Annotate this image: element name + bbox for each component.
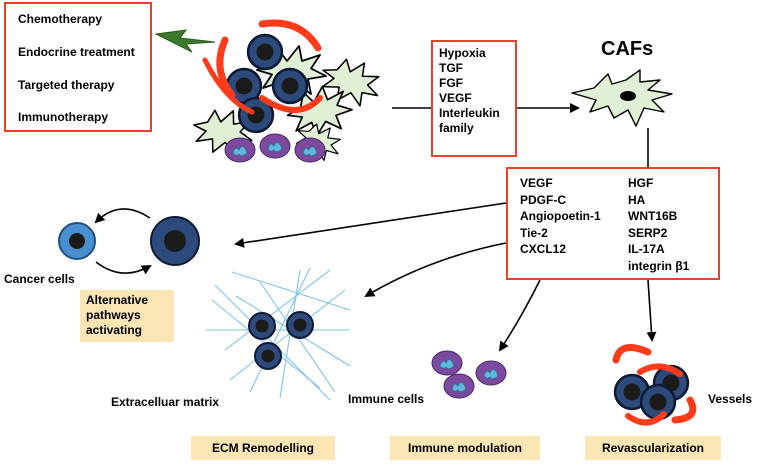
secreted-factor-item: Angiopoetin-1 [520,209,601,224]
therapy-item: Endocrine treatment [18,45,135,59]
vessel-icon [612,344,697,424]
immune-cell-icon [294,137,326,163]
factor-item: Hypoxia [439,46,486,60]
cancer-cells-cycle [58,208,200,275]
cancer-cells-label: Cancer cells [4,272,75,286]
caf-fibroblast-icon [571,69,673,127]
secreted-factor-item: SERP2 [628,225,668,240]
secreted-factors-right-column: HGF HA WNT16B SERP2 IL-17A integrin β1 [628,175,689,275]
alternative-pathways-tag: Alternative pathways activating [80,290,174,342]
factor-item: FGF [439,76,463,90]
therapy-item: Immunotherapy [18,110,109,124]
secreted-factors-box: VEGF PDGF-C Angiopoetin-1 Tie-2 CXCL12 H… [506,167,720,280]
therapy-item: Targeted therapy [18,78,115,92]
secreted-factors-left-column: VEGF PDGF-C Angiopoetin-1 Tie-2 CXCL12 [520,175,601,258]
factor-item: VEGF [439,91,472,105]
tumor-cell-icon [254,342,282,370]
factor-item: TGF [439,61,463,75]
secreted-factor-item: WNT16B [628,209,678,224]
tumor-cell-icon [639,383,677,421]
vessel-icon [202,19,323,115]
immune-cell-icon [224,137,256,163]
secreted-factor-item: PDGF-C [520,192,566,207]
vessel-icon [625,363,683,426]
immune-modulation-tag: Immune modulation [390,436,540,460]
output-arrows [234,202,657,352]
tumor-cell-icon [246,33,284,71]
factor-item: family [439,121,474,135]
secreted-factor-item: IL-17A [628,242,665,257]
therapy-box: Chemotherapy Endocrine treatment Targete… [4,2,152,132]
immune-cells-label: Immune cells [348,392,425,406]
lightning-bolt-icon [154,29,216,53]
extracellular-matrix-fibers [206,267,351,401]
secreted-factor-item: Tie-2 [520,225,548,240]
factor-item: Interleukin [439,106,500,120]
revascularization-tag: Revascularization [585,436,721,460]
secreted-factor-item: integrin β1 [628,258,690,273]
inducing-factors-box: Hypoxia TGF FGF VEGF Interleukin family [431,40,517,157]
secreted-factor-item: VEGF [520,176,553,190]
cafs-label: CAFs [601,38,654,60]
immune-cell-icon [431,350,463,376]
immune-cell-icon [443,373,475,399]
secreted-factor-item: CXCL12 [520,242,567,257]
extracellular-matrix-label: Extracelluar matrix [111,395,220,409]
vessels-label: Vessels [708,392,753,406]
ecm-remodelling-tag: ECM Remodelling [191,436,335,460]
immune-cell-icon [475,360,507,386]
vessels-cluster [612,344,697,426]
immune-cell-icon [259,133,291,159]
tumor-cell-icon [248,312,276,340]
tumor-microenvironment-cluster [188,19,388,168]
tumor-cell-icon [271,67,309,105]
therapy-item: Chemotherapy [18,12,103,26]
tumor-cell-icon [286,311,314,339]
secreted-factor-item: HA [628,192,646,207]
secreted-factor-item: HGF [628,176,654,190]
